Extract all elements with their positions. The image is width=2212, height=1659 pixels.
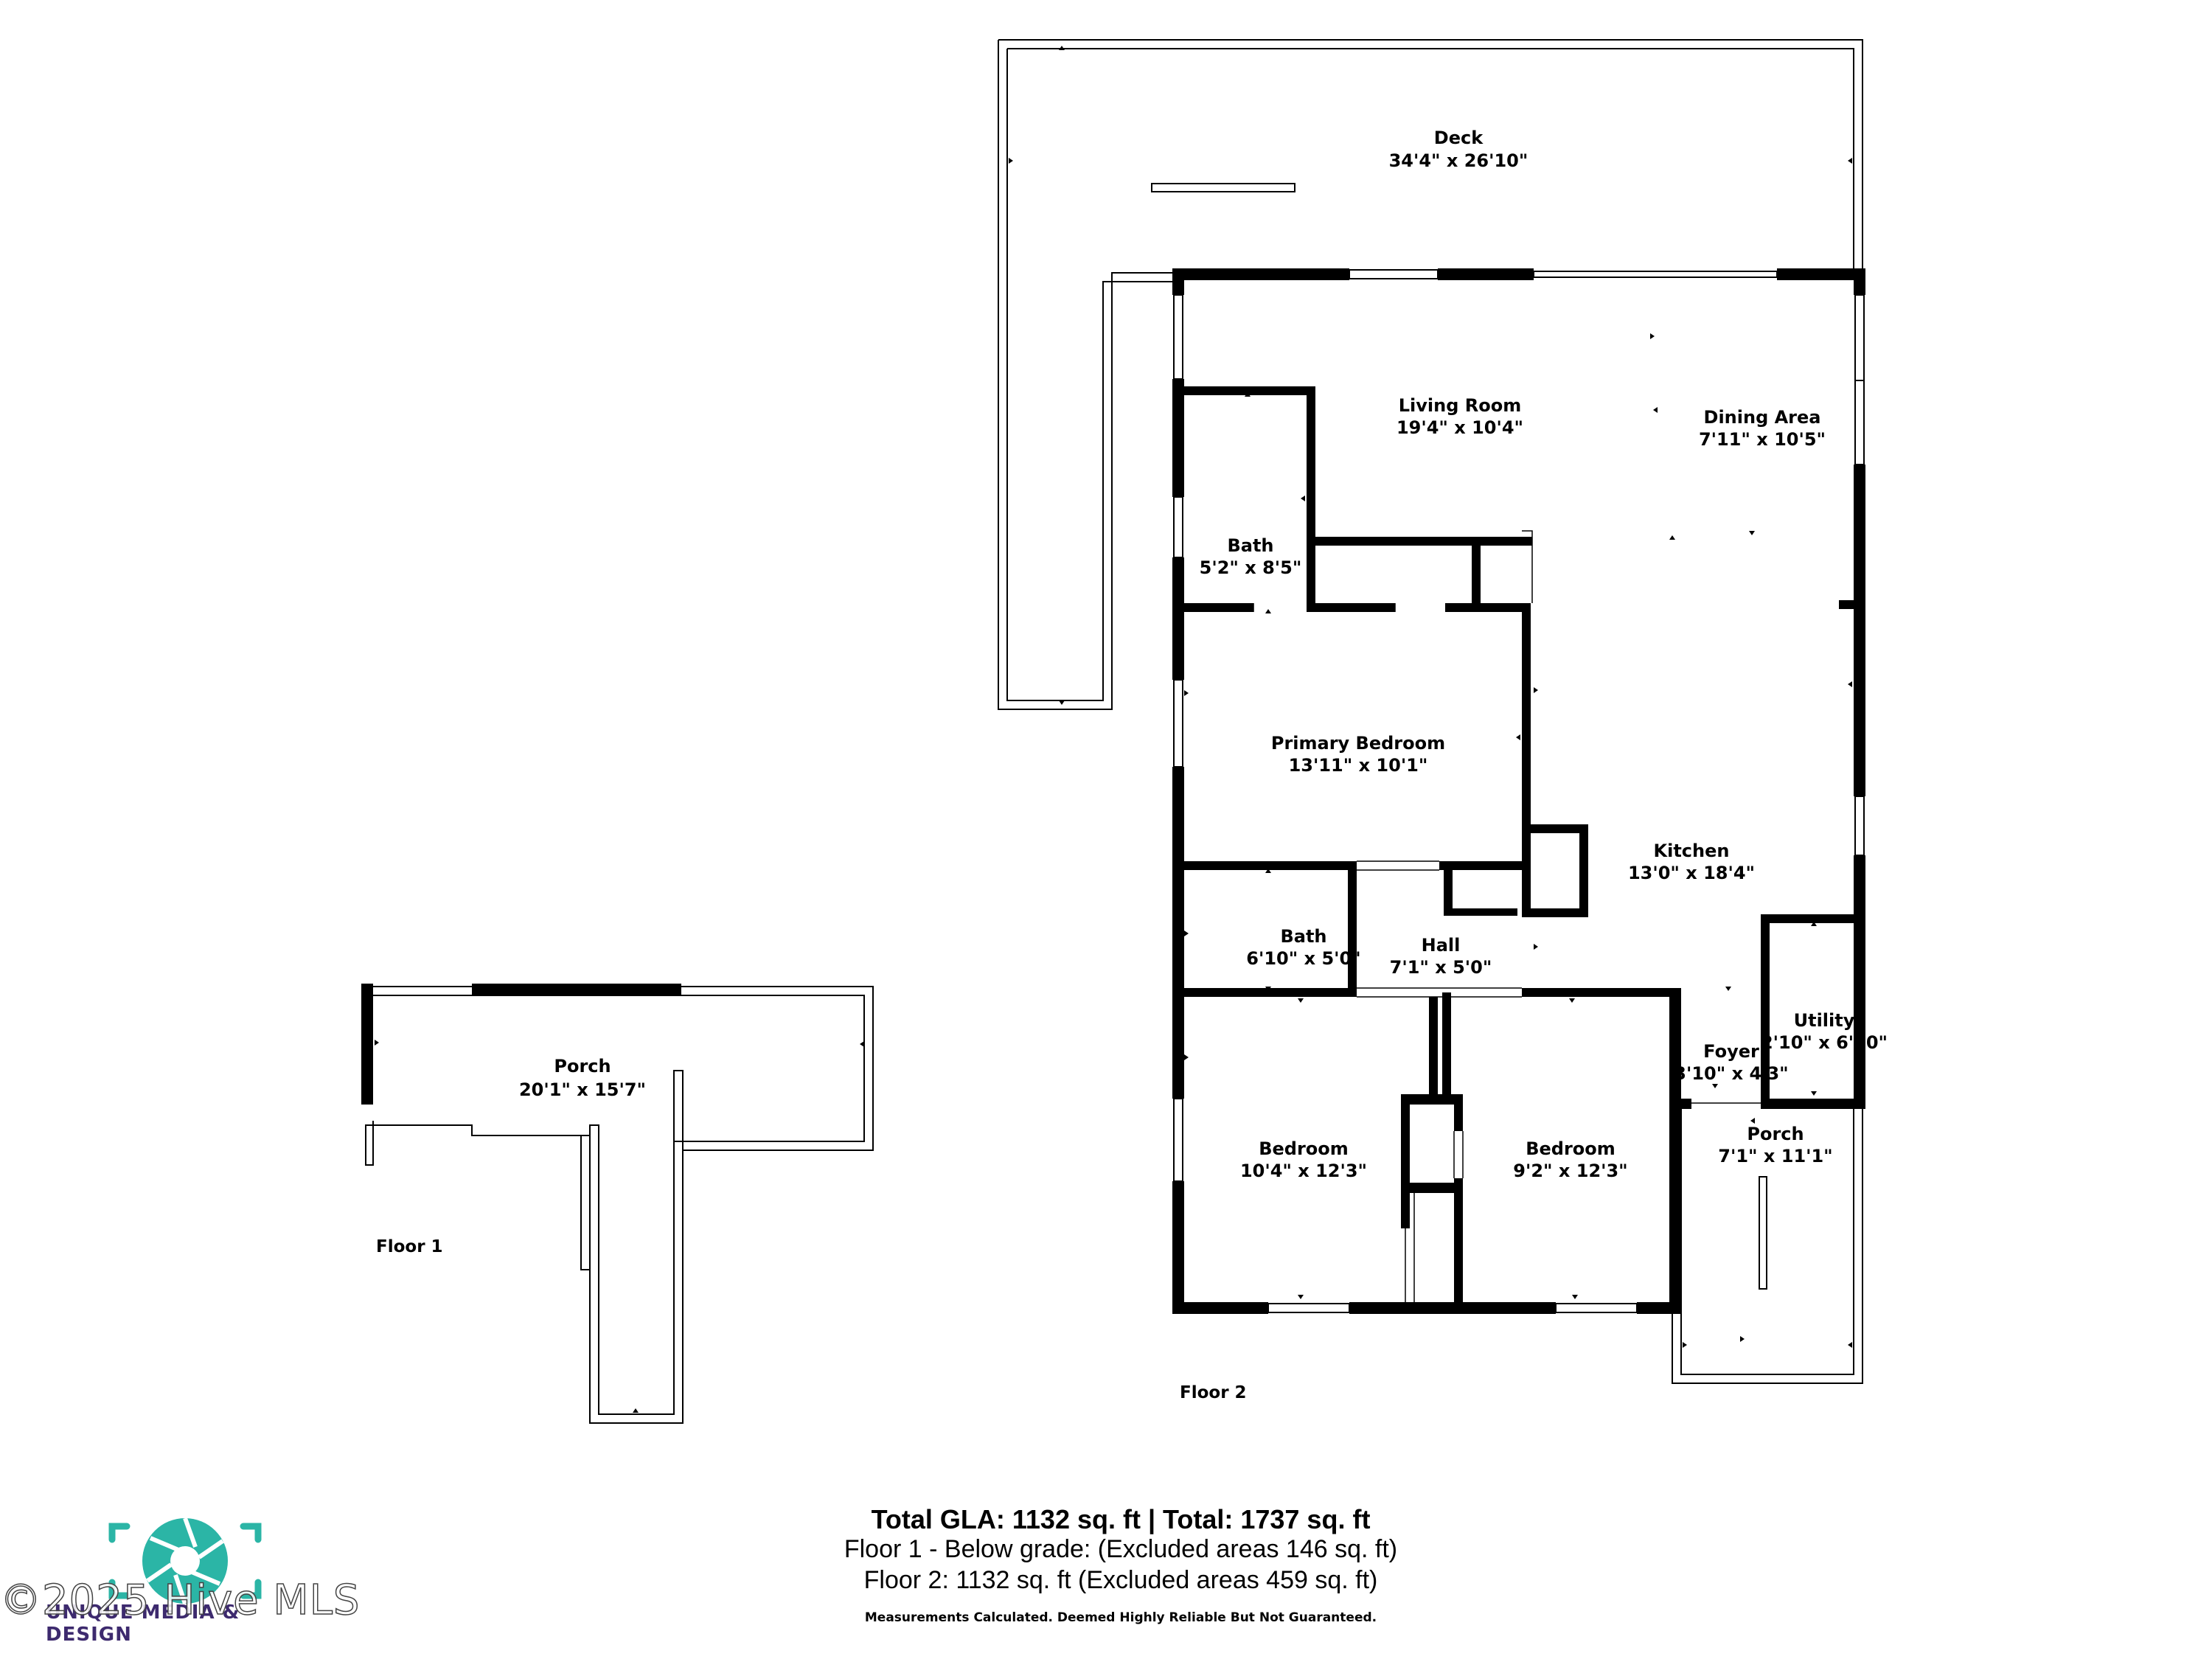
deck-outline	[998, 39, 1863, 710]
floor2-area-summary: Floor 2: 1132 sq. ft (Excluded areas 459…	[863, 1566, 1378, 1594]
primary-bedroom-name: Primary Bedroom	[1271, 733, 1445, 754]
foyer-name: Foyer	[1703, 1041, 1759, 1062]
porch-floor1	[361, 984, 874, 1424]
porch-floor2-name: Porch	[1747, 1124, 1804, 1144]
dining-area-name: Dining Area	[1704, 407, 1821, 428]
living-room-name: Living Room	[1399, 395, 1521, 416]
deck-name: Deck	[1434, 128, 1484, 148]
porch-floor2-outline	[1672, 1109, 1863, 1384]
porch-floor1-name: Porch	[554, 1056, 611, 1077]
utility-dims: 2'10" x 6'10"	[1761, 1032, 1888, 1053]
windows	[1173, 269, 1865, 1313]
bedroom-right-name: Bedroom	[1526, 1138, 1615, 1159]
total-area-summary: Total GLA: 1132 sq. ft | Total: 1737 sq.…	[871, 1504, 1371, 1534]
porch-floor2-dims: 7'1" x 11'1"	[1718, 1146, 1832, 1166]
bath-upper-name: Bath	[1227, 535, 1273, 556]
bedroom-right-dims: 9'2" x 12'3"	[1513, 1161, 1627, 1181]
living-room-dims: 19'4" x 10'4"	[1397, 417, 1523, 438]
porch-floor1-dims: 20'1" x 15'7"	[519, 1079, 646, 1100]
doorways	[1253, 530, 1761, 1302]
floor1-label: Floor 1	[376, 1237, 443, 1256]
measurement-disclaimer: Measurements Calculated. Deemed Highly R…	[864, 1610, 1377, 1625]
mls-watermark: ©2025 Hive MLS	[0, 1576, 361, 1625]
floor1-area-summary: Floor 1 - Below grade: (Excluded areas 1…	[844, 1535, 1398, 1563]
hall-dims: 7'1" x 5'0"	[1390, 957, 1492, 978]
bath-lower-dims: 6'10" x 5'0"	[1246, 948, 1360, 969]
foyer-dims: 3'10" x 4'3"	[1674, 1063, 1788, 1084]
deck-dims: 34'4" x 26'10"	[1389, 150, 1528, 171]
camera-frame-icon	[108, 1523, 262, 1599]
measurement-markers	[375, 46, 1852, 1413]
aperture-icon	[142, 1517, 228, 1604]
bath-lower-name: Bath	[1280, 926, 1326, 947]
kitchen-name: Kitchen	[1654, 841, 1730, 861]
hall-name: Hall	[1422, 935, 1461, 956]
company-name: UNIQUE MEDIA & DESIGN	[46, 1601, 240, 1646]
interior-walls	[1180, 386, 1865, 1314]
utility-name: Utility	[1794, 1010, 1855, 1031]
bedroom-left-name: Bedroom	[1259, 1138, 1349, 1159]
primary-bedroom-dims: 13'11" x 10'1"	[1289, 755, 1428, 776]
floor2-label: Floor 2	[1180, 1383, 1247, 1402]
kitchen-dims: 13'0" x 18'4"	[1628, 863, 1755, 883]
company-logo	[108, 1517, 262, 1604]
bedroom-left-dims: 10'4" x 12'3"	[1240, 1161, 1367, 1181]
bath-upper-dims: 5'2" x 8'5"	[1200, 557, 1302, 578]
dining-area-dims: 7'11" x 10'5"	[1699, 429, 1826, 450]
deck-stairs	[1151, 183, 1295, 192]
